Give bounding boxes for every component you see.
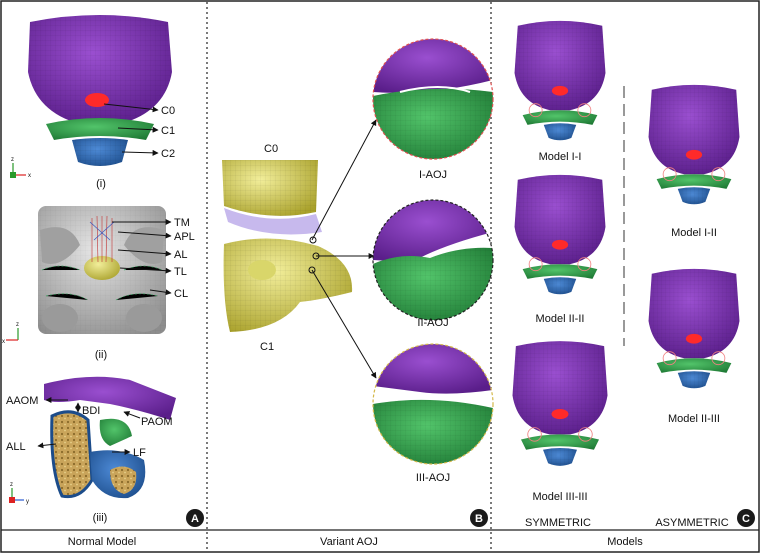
label-apl: APL — [174, 231, 195, 243]
panel-badge-a — [186, 509, 204, 527]
label-paom: PAOM — [141, 416, 173, 428]
footer-normal-model: Normal Model — [68, 536, 136, 548]
panel-badge-c — [737, 509, 755, 527]
svg-text:x: x — [2, 339, 5, 345]
label-al: AL — [174, 249, 187, 261]
svg-text:x: x — [28, 173, 31, 179]
label-tl: TL — [174, 266, 187, 278]
label-tm: TM — [174, 217, 190, 229]
label-model-ii-iii: Model II-III — [668, 413, 720, 425]
normal-sagittal-view: AAOM BDI PAOM ALL LF (iii) z y — [6, 376, 176, 524]
footer-models: Models — [607, 536, 643, 548]
svg-text:y: y — [26, 499, 29, 505]
zoom-iii-aoj: III-AOJ — [372, 343, 494, 484]
axis-triad-icon: z y — [9, 482, 29, 505]
label-lf: LF — [133, 447, 146, 459]
label-c1: C1 — [161, 125, 175, 137]
svg-text:z: z — [16, 322, 19, 328]
label-i-aoj: I-AOJ — [419, 169, 447, 181]
normal-front-view: C0 C1 C2 (i) z x — [10, 15, 175, 190]
model-i-ii-render — [648, 84, 740, 205]
label-symmetric: SYMMETRIC — [525, 517, 591, 529]
axis-triad-icon: z x — [2, 322, 19, 345]
panel-models: Model I-I Model II-II Model III-III Mode… — [511, 20, 755, 548]
label-model-iii-iii: Model III-III — [532, 491, 587, 503]
label-aaom: AAOM — [6, 395, 38, 407]
panel-normal-model: C0 C1 C2 (i) z x — [2, 15, 204, 548]
model-iii-iii-render — [511, 340, 609, 467]
label-model-i-ii: Model I-II — [671, 227, 717, 239]
label-c0: C0 — [161, 105, 175, 117]
panel-badge-b-text: B — [475, 513, 483, 525]
svg-text:z: z — [11, 157, 14, 163]
panel-badge-b — [470, 509, 488, 527]
model-ii-ii-render — [514, 174, 606, 295]
label-ii-aoj: II-AOJ — [417, 317, 448, 329]
label-all: ALL — [6, 441, 26, 453]
subpanel-label-ii: (ii) — [95, 349, 107, 361]
subpanel-label-i: (i) — [96, 178, 106, 190]
label-variant-c0: C0 — [264, 143, 278, 155]
model-i-i-render — [514, 20, 606, 141]
label-cl: CL — [174, 288, 188, 300]
label-c2: C2 — [161, 148, 175, 160]
axis-triad-icon: z x — [10, 157, 31, 179]
normal-ligament-view: TM APL AL TL CL (ii) z x — [2, 206, 195, 361]
label-model-ii-ii: Model II-II — [536, 313, 585, 325]
subpanel-label-iii: (iii) — [93, 512, 108, 524]
model-ii-iii-render — [648, 268, 740, 389]
label-iii-aoj: III-AOJ — [416, 472, 450, 484]
panel-variant-aoj: C0 C1 I-AOJ — [222, 38, 494, 548]
zoom-i-aoj: I-AOJ — [372, 38, 494, 181]
zoom-ii-aoj: II-AOJ — [372, 199, 494, 329]
label-asymmetric: ASYMMETRIC — [655, 517, 728, 529]
panel-badge-a-text: A — [191, 513, 199, 525]
label-variant-c1: C1 — [260, 341, 274, 353]
panel-badge-c-text: C — [742, 513, 750, 525]
svg-text:z: z — [10, 482, 13, 488]
footer-variant-aoj: Variant AOJ — [320, 536, 378, 548]
label-bdi: BDI — [82, 405, 100, 417]
label-model-i-i: Model I-I — [539, 151, 582, 163]
